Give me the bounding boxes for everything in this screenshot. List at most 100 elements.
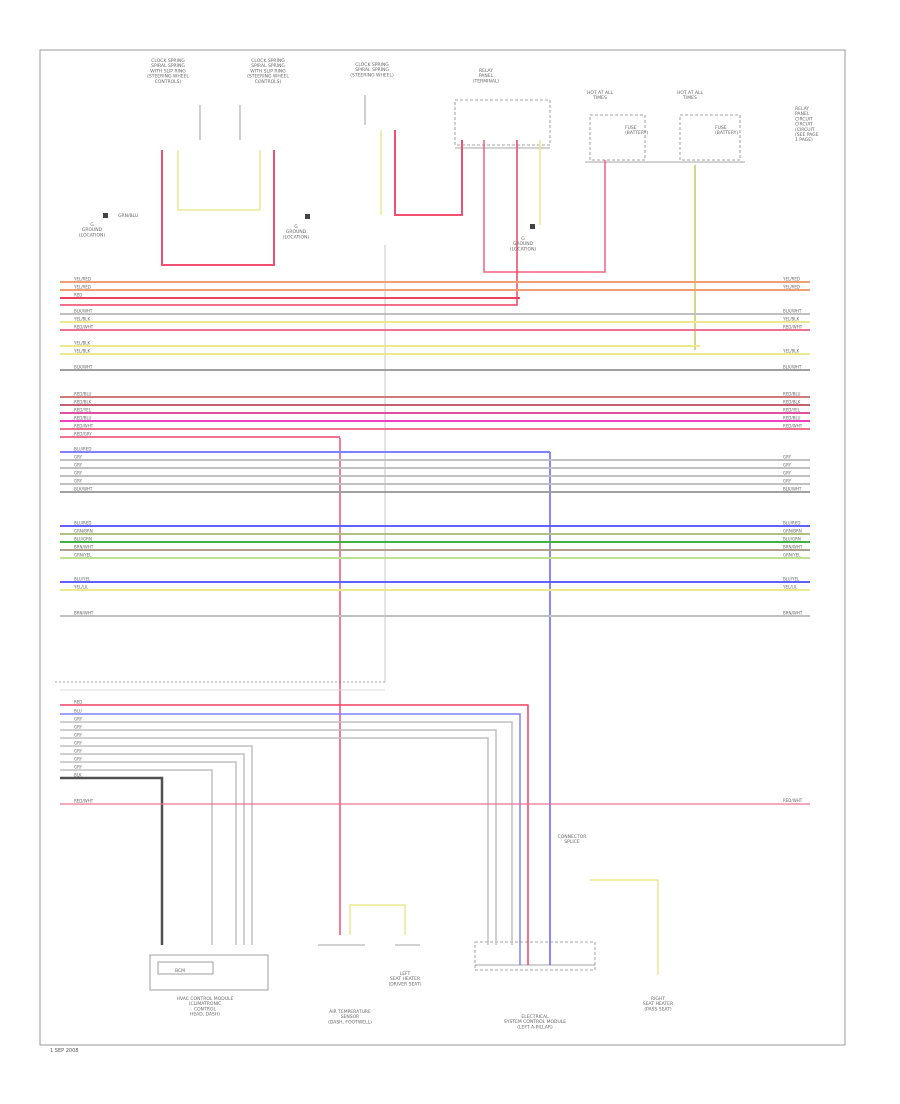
bus-wire-label-left: RED/BLU <box>74 416 92 421</box>
bus-wire-label-left: YEL/LIL <box>73 585 89 590</box>
bus-wire-label-left: GRN/BRN <box>74 529 93 534</box>
fuse-box-left <box>589 114 646 161</box>
bus-wire-label-left: RED/BLU <box>74 392 92 397</box>
lower-wire <box>60 753 245 945</box>
bus-wire-label-right: YEL/BLK <box>782 317 800 322</box>
component-label-connector-mid: BCM <box>175 968 185 974</box>
bus-wire-label-left: BLU/GRN <box>74 537 92 542</box>
relay-panel-box <box>454 99 551 146</box>
bus-wire-label-right: YEL/BLK <box>782 349 800 354</box>
bus-wire-label-right: RED/WHT <box>783 325 803 330</box>
bus-wire-label-right: BRN/WHT <box>783 545 803 550</box>
bus-wire-label-left: BLK/WHT <box>74 487 93 492</box>
bus-wire-label-right: BLK/WHT <box>783 365 802 370</box>
page-label: RED/WHT <box>783 798 803 803</box>
bus-wire-label-left: YEL/RED <box>73 277 91 282</box>
bus-wire-label-left: RED/YEL <box>74 408 92 413</box>
wire-top-label: GRN/BLU <box>118 213 138 219</box>
corner-code: 1 SEP 2008 <box>50 1048 78 1054</box>
bus-wire-label-right: GRN/BRN <box>783 529 802 534</box>
lower-wire-label: BLK <box>74 773 82 778</box>
bus-wire-label-left: RED/BLK <box>74 400 92 405</box>
bus-wire-label-left: RED/GRY <box>74 432 92 437</box>
bus-wire-label-right: GRY <box>783 471 792 476</box>
bus-wire-label-right: BLK/WHT <box>783 309 802 314</box>
lower-wire-label: GRY <box>74 733 83 738</box>
bus-wire-label-right: GRY <box>783 479 792 484</box>
ground-relay-marker <box>530 224 535 229</box>
bus-wire-label-right: GRY <box>783 455 792 460</box>
bus-wire-label-left: YEL/BLK <box>73 341 91 346</box>
bus-wire-label-right: YEL/RED <box>782 285 800 290</box>
lower-wire-label: GRY <box>74 757 83 762</box>
ground-markers <box>103 213 535 229</box>
lower-wire <box>60 769 213 945</box>
bus-wire-label-left: RED/WHT <box>74 424 94 429</box>
bus-wire-label-right: YEL/LIL <box>782 585 798 590</box>
lower-wire-label: GRY <box>74 749 83 754</box>
top-components <box>55 95 745 991</box>
bus-wire-label-right: BLU/RED <box>783 521 800 526</box>
lower-wire <box>60 721 513 945</box>
lower-wire <box>60 704 529 965</box>
top-connecting-wires <box>60 130 696 975</box>
lower-wire-label: RED <box>74 700 82 705</box>
bus-wire-label-left: YEL/BLK <box>73 349 91 354</box>
bus-wire-label-right: BLU/GRN <box>783 537 801 542</box>
bus-wire-label-right: BLU/YEL <box>783 577 800 582</box>
bus-wire-label-left: RED <box>74 293 82 298</box>
bus-wire-label-right: RED/BLU <box>783 392 801 397</box>
ground-left-marker <box>103 213 108 218</box>
bus-wire-label-left: BLK/WHT <box>74 365 93 370</box>
lower-wire <box>60 761 237 945</box>
bus-wire-label-left: GRY <box>74 463 83 468</box>
lower-wire <box>60 713 521 965</box>
component-label-fuse-b-label: FUSE(BATTERY) <box>715 125 738 136</box>
bus-wire-label-left: GRY <box>74 479 83 484</box>
bus-wire-label-left: GRN/YEL <box>74 553 92 558</box>
lower-wire <box>60 729 497 945</box>
diagram-frame <box>39 49 846 1046</box>
fuse-box-right <box>679 114 741 161</box>
bus-wire-label-right: YEL/RED <box>782 277 800 282</box>
lower-wire-label: GRY <box>74 725 83 730</box>
bus-wire-label-right: RED/WHT <box>783 424 803 429</box>
bus-wire-label-right: RED/YEL <box>783 408 801 413</box>
bus-wire-label-right: GRN/YEL <box>783 553 801 558</box>
component-label-fuse-a-label: FUSE(BATTERY) <box>625 125 648 136</box>
bus-wire-label-right: RED/BLK <box>783 400 801 405</box>
bus-wire-label-left: BLU/RED <box>74 447 91 452</box>
bus-wire-label-right: BRN/WHT <box>783 611 803 616</box>
bottom-module-mid-box <box>474 941 596 971</box>
bus-wire-label-left: GRY <box>74 471 83 476</box>
ground-mid-marker <box>305 214 310 219</box>
lower-wire-label: GRY <box>74 717 83 722</box>
bus-wire-label-left: BLU/YEL <box>74 577 91 582</box>
lower-wire <box>60 737 489 945</box>
bottom-module-left-inner <box>157 961 214 975</box>
bus-wire-label-right: RED/BLU <box>783 416 801 421</box>
bus-wire-label-left: BLU/RED <box>74 521 91 526</box>
lower-wire <box>60 776 164 945</box>
bus-wire-label-left: YEL/BLK <box>73 317 91 322</box>
